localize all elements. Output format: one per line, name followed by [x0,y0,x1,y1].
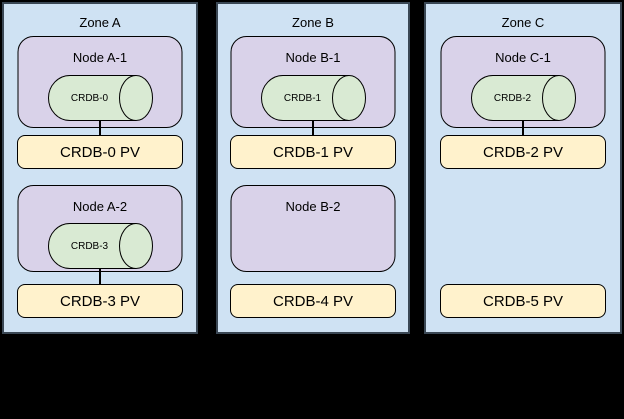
crdb-0-pv-box: CRDB-0 PV [17,135,183,169]
database-cylinder-icon [260,75,366,121]
crdb-2-pv-box: CRDB-2 PV [440,135,606,169]
crdb-1-pod-label: CRDB-1 [283,92,322,104]
node-a-1-box: Node A-1 CRDB-0 [17,36,183,128]
zone-a-container: Zone A Node A-1 CRDB-0 CRDB-0 PV Node A-… [2,2,198,334]
crdb-0-pod-label: CRDB-0 [70,92,109,104]
crdb-4-pv-box: CRDB-4 PV [230,284,396,318]
node-b-1-label: Node B-1 [285,50,341,65]
crdb-4-pv-label: CRDB-4 PV [272,292,354,310]
node-c-1-label: Node C-1 [495,50,551,65]
node-a-2-box: Node A-2 CRDB-3 [17,185,183,272]
crdb-3-to-pv-connector [99,269,101,284]
zone-c-label: Zone C [501,15,545,30]
crdb-2-pod-cylinder: CRDB-2 [470,75,576,121]
node-b-2-label: Node B-2 [285,199,341,214]
crdb-1-pv-label: CRDB-1 PV [272,143,354,161]
crdb-0-to-pv-connector [99,121,101,135]
node-c-1-box: Node C-1 CRDB-2 [440,36,606,128]
crdb-3-pod-label: CRDB-3 [70,240,109,252]
crdb-2-pod-label: CRDB-2 [493,92,532,104]
crdb-5-pv-box: CRDB-5 PV [440,284,606,318]
crdb-3-pod-cylinder: CRDB-3 [47,223,153,269]
database-cylinder-icon [470,75,576,121]
database-cylinder-icon [47,75,153,121]
crdb-1-to-pv-connector [312,121,314,135]
crdb-2-to-pv-connector [522,121,524,135]
database-cylinder-icon [47,223,153,269]
node-a-2-label: Node A-2 [72,199,128,214]
node-b-1-box: Node B-1 CRDB-1 [230,36,396,128]
crdb-5-pv-label: CRDB-5 PV [482,292,564,310]
zone-c-container: Zone C Node C-1 CRDB-2 CRDB-2 PV CRDB-5 … [424,2,622,334]
zone-a-label: Zone A [79,15,121,30]
zone-b-container: Zone B Node B-1 CRDB-1 CRDB-1 PV Node B-… [216,2,410,334]
crdb-0-pv-label: CRDB-0 PV [59,143,141,161]
crdb-1-pod-cylinder: CRDB-1 [260,75,366,121]
crdb-1-pv-box: CRDB-1 PV [230,135,396,169]
zone-b-label: Zone B [292,15,334,30]
crdb-0-pod-cylinder: CRDB-0 [47,75,153,121]
crdb-3-pv-box: CRDB-3 PV [17,284,183,318]
node-a-1-label: Node A-1 [72,50,128,65]
node-b-2-box: Node B-2 [230,185,396,272]
crdb-3-pv-label: CRDB-3 PV [59,292,141,310]
crdb-2-pv-label: CRDB-2 PV [482,143,564,161]
